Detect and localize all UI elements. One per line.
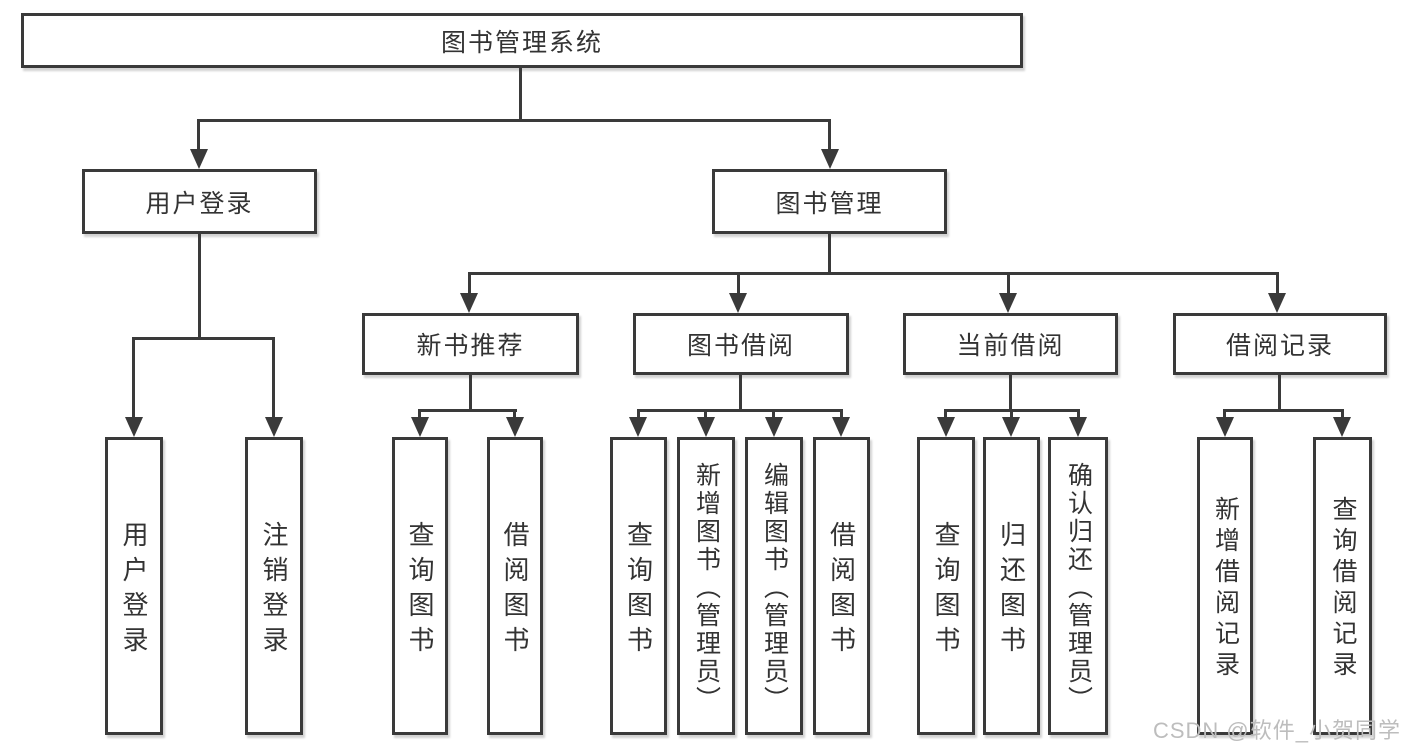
arrowhead-down-icon: [821, 149, 839, 169]
connector-vline: [739, 375, 742, 409]
leaf-add-books-admin: 新增图书（管理员）: [677, 437, 735, 735]
arrowhead-down-icon: [629, 417, 647, 437]
arrowhead-down-icon: [506, 417, 524, 437]
leaf-return-books: 归还图书: [983, 437, 1040, 735]
leaf-confirm-return-admin: 确认归还（管理员）: [1048, 437, 1108, 735]
arrowhead-down-icon: [937, 417, 955, 437]
connector-vline: [1341, 409, 1344, 419]
connector-vline: [828, 234, 831, 272]
arrowhead-down-icon: [832, 417, 850, 437]
connector-vline: [513, 409, 516, 419]
leaf-add-borrow-record: 新增借阅记录: [1197, 437, 1253, 735]
connector-vline: [198, 233, 201, 337]
connector-hline: [418, 409, 517, 412]
csdn-watermark: CSDN @软件_小贺同学: [1152, 718, 1401, 743]
node-borrow-records: 借阅记录: [1173, 313, 1387, 375]
node-new-book-recommend: 新书推荐: [362, 313, 579, 375]
leaf-label: 确认归还（管理员）: [1064, 461, 1093, 714]
node-user-login: 用户登录: [82, 169, 317, 234]
arrowhead-down-icon: [1002, 417, 1020, 437]
connector-vline: [737, 272, 740, 295]
connector-vline: [1276, 272, 1279, 295]
connector-vline: [132, 337, 135, 419]
leaf-borrow-books: 借阅图书: [813, 437, 870, 735]
node-book-management: 图书管理: [712, 169, 947, 234]
connector-vline: [272, 337, 275, 419]
leaf-edit-books-admin: 编辑图书（管理员）: [745, 437, 803, 735]
arrowhead-down-icon: [999, 293, 1017, 313]
connector-vline: [828, 119, 831, 151]
arrowhead-down-icon: [765, 417, 783, 437]
arrowhead-down-icon: [460, 293, 478, 313]
leaf-query-borrow-record: 查询借阅记录: [1313, 437, 1372, 735]
connector-vline: [637, 409, 640, 419]
leaf-label: 新增图书（管理员）: [692, 461, 721, 714]
connector-vline: [1010, 409, 1013, 419]
leaf-logout: 注销登录: [245, 437, 303, 735]
arrowhead-down-icon: [1333, 417, 1351, 437]
node-book-borrow: 图书借阅: [633, 313, 849, 375]
connector-hline: [1223, 409, 1344, 412]
leaf-query-books-recommend: 查询图书: [392, 437, 448, 735]
leaf-label: 用户登录: [119, 520, 149, 661]
arrowhead-down-icon: [125, 417, 143, 437]
node-current-borrow: 当前借阅: [903, 313, 1118, 375]
connector-vline: [840, 409, 843, 419]
arrowhead-down-icon: [1069, 417, 1087, 437]
leaf-label: 查询借阅记录: [1329, 496, 1357, 682]
arrowhead-down-icon: [411, 417, 429, 437]
leaf-label: 借阅图书: [826, 520, 857, 661]
leaf-borrow-books-recommend: 借阅图书: [487, 437, 543, 735]
leaf-label: 新增借阅记录: [1211, 496, 1240, 682]
arrowhead-down-icon: [265, 417, 283, 437]
connector-hline: [637, 409, 843, 412]
connector-vline: [418, 409, 421, 419]
leaf-label: 借阅图书: [500, 520, 530, 661]
leaf-label: 注销登录: [259, 520, 289, 661]
leaf-query-books-borrow: 查询图书: [610, 437, 667, 735]
arrowhead-down-icon: [697, 417, 715, 437]
connector-vline: [1223, 409, 1226, 419]
leaf-label: 查询图书: [623, 520, 654, 661]
connector-vline: [1007, 272, 1010, 295]
connector-vline: [468, 272, 471, 295]
connector-vline: [1009, 375, 1012, 409]
leaf-user-login: 用户登录: [105, 437, 163, 735]
connector-vline: [1278, 375, 1281, 409]
node-root-library-system: 图书管理系统: [21, 13, 1023, 68]
arrowhead-down-icon: [1216, 417, 1234, 437]
connector-vline: [197, 119, 200, 151]
leaf-label: 归还图书: [996, 520, 1027, 661]
arrowhead-down-icon: [1268, 293, 1286, 313]
leaf-query-books-current: 查询图书: [917, 437, 975, 735]
connector-hline: [133, 337, 275, 340]
connector-vline: [469, 375, 472, 409]
connector-vline: [1077, 409, 1080, 419]
connector-vline: [944, 409, 947, 419]
connector-hline: [197, 119, 831, 122]
connector-vline: [519, 68, 522, 119]
arrowhead-down-icon: [729, 293, 747, 313]
leaf-label: 查询图书: [931, 520, 961, 661]
connector-hline: [468, 272, 1278, 275]
connector-vline: [704, 409, 707, 419]
leaf-label: 编辑图书（管理员）: [760, 461, 789, 714]
connector-vline: [772, 409, 775, 419]
arrowhead-down-icon: [190, 149, 208, 169]
leaf-label: 查询图书: [405, 520, 435, 661]
